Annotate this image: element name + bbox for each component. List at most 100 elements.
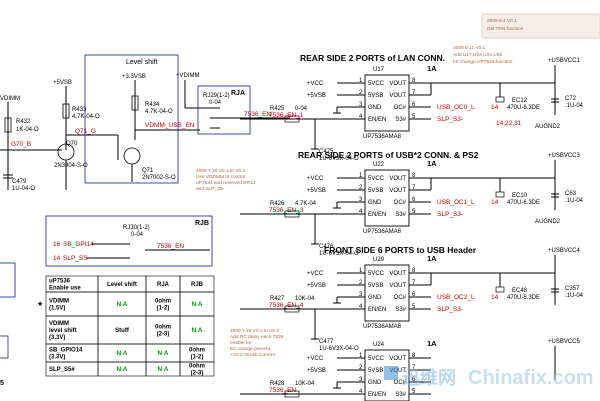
c479-ref: C479	[12, 179, 27, 185]
chip-pin-left: 5VSB	[368, 368, 383, 374]
table-cell: (3.3V)	[49, 335, 65, 341]
note-top-right-line1: 2009 6 4 V0.1	[487, 18, 517, 24]
table-cell: (1.5V)	[49, 306, 65, 312]
chip-ref: U24	[373, 342, 385, 348]
chip-pin-left: 5VSB	[368, 93, 383, 99]
note-u29: 2009 7 29 V0.1 to V0.2 Add RC delay each…	[230, 328, 284, 358]
chip-en-net: 7536_EN_1	[269, 112, 304, 119]
ec-val: 470U-6.3DE	[507, 105, 540, 111]
g70-net: G70_B	[11, 141, 31, 148]
table-cell: RJA	[157, 282, 170, 288]
chip-pin-right: VOUT	[389, 176, 406, 182]
table-cell: (1-2)	[157, 306, 170, 312]
usb-rail-net: +USBVCC4	[548, 248, 581, 254]
chip-oc-pin: 14	[491, 199, 499, 206]
chip-pin-left: 5VCC	[368, 356, 385, 362]
table-cell: VDIMM	[49, 321, 69, 327]
chip-ref: U17	[373, 67, 385, 73]
r432-val: 1K-04-O	[16, 127, 39, 133]
table-cell: 0ohm	[189, 364, 205, 370]
table-cell: (2-3)	[157, 332, 170, 338]
chip-pin-left: 5VSB	[368, 283, 383, 289]
rja-title: RJA	[231, 90, 245, 97]
left-five: 5	[0, 380, 4, 387]
chip-pin-right: S3#	[395, 307, 406, 313]
out-cap-val: .1U-04	[565, 293, 584, 299]
out-cap-ref: C63	[565, 191, 577, 197]
rj30-ref: RJ30(1-2)	[123, 225, 150, 231]
chip-pin-left: EN/EN	[368, 117, 386, 123]
chip-pin-left: GND	[368, 105, 382, 111]
table-cell: N A	[158, 350, 169, 357]
q70-val: 2N3904-S-O	[54, 163, 88, 169]
chip-pin-num: 8	[412, 268, 416, 274]
out-cap-ref: C357	[565, 286, 580, 292]
ec-val: 470U-6.3DE	[507, 200, 540, 206]
table-cell: SB_GPIO14	[49, 348, 83, 354]
chip-pin-right: VOUT	[389, 81, 406, 87]
chip-pin-num: 4	[359, 304, 363, 310]
table-cell: 0ohm	[155, 325, 171, 331]
ec-ref: EC48	[512, 288, 528, 294]
chip-oc-net: USB_OC0_L	[437, 104, 475, 111]
en-res-ref: R426	[270, 201, 285, 207]
en-cap-val: 1U-6V3X-04-O	[319, 251, 359, 257]
chip-pin-num: 2	[359, 90, 363, 96]
note-top-right-line2: Del TRN function	[487, 26, 524, 32]
note-u29-line3: enable for	[230, 340, 252, 346]
table-cell: N A	[192, 301, 203, 308]
chip-vcc-net: +VCC	[307, 356, 324, 362]
note-u17-line3: for change UP7533 function	[453, 59, 513, 65]
rjb-block: RJB RJ30(1-2) 0-04 16 SB_GPI14 14 SLP_SS…	[45, 215, 213, 267]
chip-5vsb-net: +5VSB	[307, 368, 326, 374]
q71-val: 2N7002-S-O	[142, 175, 176, 181]
chip-pin-num: 4	[359, 209, 363, 215]
chip-current: 1A	[427, 159, 437, 168]
chip-pin-left: GND	[368, 380, 382, 386]
en-cap-ref: C477	[319, 339, 334, 345]
chip-pin-num: 4	[359, 389, 363, 395]
chip-5vsb-net: +5VSB	[307, 188, 326, 194]
augnd-2: AUGND2	[535, 219, 561, 225]
q71-ref: Q71	[142, 168, 154, 174]
chip-pin-num: 1	[359, 78, 363, 84]
rjb-pin16: 16	[53, 241, 61, 248]
chip-ref: U22	[373, 162, 385, 168]
chip-pin-right: VOUT	[389, 188, 406, 194]
chip-oc-net: USB_OC2_L	[437, 294, 475, 301]
note-u29-line1: 2009 7 29 V0.1 to V0.2	[230, 328, 279, 334]
chip-pin-num: 7	[412, 90, 416, 96]
chip-part: UP7536AMA8	[363, 324, 402, 330]
r433-ref: R433	[72, 107, 87, 113]
chip-pin-num: 2	[359, 365, 363, 371]
chip-pin-right: OC#	[394, 105, 407, 111]
chip-current: 1A	[427, 254, 437, 263]
chip-pin-left: 5VCC	[368, 176, 385, 182]
chip-pin-num: 6	[412, 292, 416, 298]
en-cap-val: 1U-6V3X-04-O	[319, 346, 359, 352]
note-rja-line4: and SLP_S5-	[196, 186, 225, 192]
sb-gpi14-net: SB_GPI14	[63, 241, 94, 248]
chip-en-net: 7536_EN	[269, 387, 296, 394]
table-cell: VDIMM	[49, 299, 69, 305]
section-front-usb: FRONT SIDE 6 PORTS to USB Header	[324, 245, 477, 255]
watermark-cn: 迅维网	[402, 367, 456, 388]
chip-oc-net: USB_OC1_L	[437, 199, 475, 206]
table-cell: Stuff	[115, 328, 130, 334]
en-res-val: 0-04	[295, 106, 308, 112]
pvdimm-label: +VDIMM	[176, 73, 200, 79]
chip-pin-right: S3#	[395, 212, 406, 218]
chip-pin-num: 3	[359, 197, 363, 203]
rja-block: +VDIMM RJA RJ29(1-2) 0-04 7536_EN	[176, 73, 290, 135]
chip-pin-num: 8	[412, 78, 416, 84]
chip-pin-num: 1	[359, 173, 363, 179]
q70-ref: Q70	[66, 141, 78, 147]
chip-current: 1A	[427, 64, 437, 73]
chip-vcc-net: +VCC	[307, 176, 324, 182]
chip-oc-pin: 14	[491, 294, 499, 301]
chip-pin-num: 5	[412, 304, 416, 310]
section-rear-usb2: REAR SIDE 2 PORTS of USB*2 CONN. & PS2	[298, 150, 479, 160]
rja-en-net: 7536_EN	[244, 111, 271, 118]
chip-pin-num: 6	[412, 197, 416, 203]
